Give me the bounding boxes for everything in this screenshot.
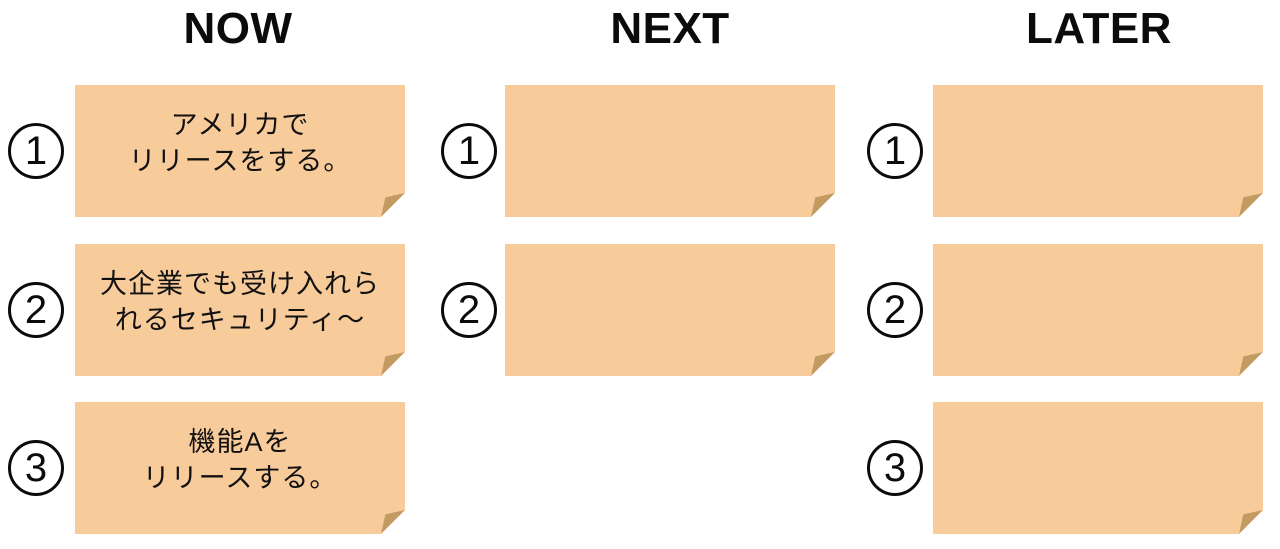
item-number-badge: 1 [867,123,923,179]
note-fold-corner-icon [1239,510,1263,534]
column-header-now: NOW [183,4,293,53]
sticky-note-text: アメリカで リリースをする。 [129,107,352,179]
sticky-note-now-1[interactable]: アメリカで リリースをする。 [75,85,405,217]
item-number-badge: 2 [867,282,923,338]
item-number-badge: 1 [441,123,497,179]
item-number-badge: 1 [8,123,64,179]
note-fold-corner-icon [381,352,405,376]
note-fold-corner-icon [1239,352,1263,376]
note-text-line: 機能Aを [188,427,292,457]
sticky-note-later-3[interactable] [933,402,1263,534]
item-number-badge: 2 [8,282,64,338]
column-header-next: NEXT [610,4,730,53]
note-text-line: アメリカで [170,110,310,140]
sticky-note-later-1[interactable] [933,85,1263,217]
sticky-note-now-2[interactable]: 大企業でも受け入れら れるセキュリティ〜 [75,244,405,376]
sticky-note-text: 大企業でも受け入れら れるセキュリティ〜 [100,266,380,338]
note-text-line: 大企業でも受け入れら [100,269,380,299]
sticky-note-now-3[interactable]: 機能Aを リリースする。 [75,402,405,534]
sticky-note-later-2[interactable] [933,244,1263,376]
note-text-line: れるセキュリティ〜 [114,305,366,335]
note-fold-corner-icon [381,510,405,534]
note-fold-corner-icon [1239,193,1263,217]
note-text-line: リリースをする。 [128,146,352,176]
note-text-line: リリースする。 [142,463,338,493]
sticky-note-text: 機能Aを リリースする。 [143,424,338,496]
item-number-badge: 2 [441,282,497,338]
column-header-later: LATER [1026,4,1172,53]
note-fold-corner-icon [381,193,405,217]
sticky-note-next-1[interactable] [505,85,835,217]
sticky-note-next-2[interactable] [505,244,835,376]
note-fold-corner-icon [811,193,835,217]
item-number-badge: 3 [8,440,64,496]
note-fold-corner-icon [811,352,835,376]
item-number-badge: 3 [867,440,923,496]
